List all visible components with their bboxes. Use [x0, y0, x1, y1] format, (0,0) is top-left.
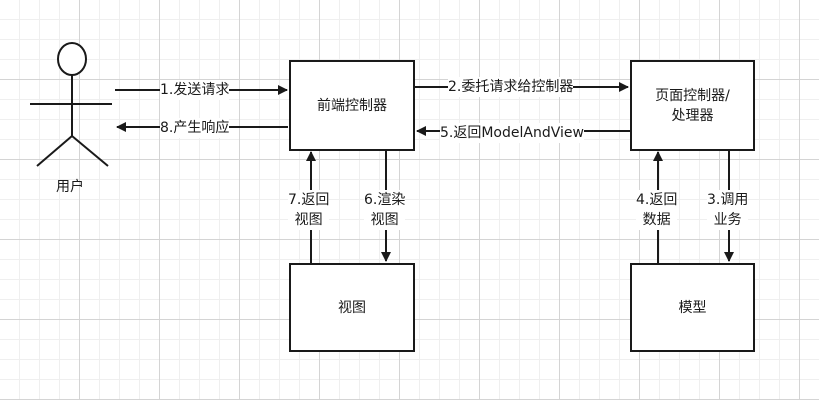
- model-label: 模型: [678, 299, 707, 316]
- user-actor-label: 用户: [56, 179, 84, 195]
- page-controller-node: 页面控制器/ 处理器: [630, 60, 755, 151]
- view-node: 视图: [289, 263, 415, 352]
- model-node: 模型: [630, 263, 755, 352]
- user-actor-icon: [30, 42, 112, 167]
- edge-label-return-mav: 5.返回ModelAndView: [440, 123, 584, 143]
- edge-label-return-view: 7.返回 视图: [288, 190, 330, 230]
- front-controller-node: 前端控制器: [289, 60, 415, 151]
- front-controller-label: 前端控制器: [317, 97, 387, 114]
- edge-label-delegate: 2.委托请求给控制器: [448, 77, 574, 97]
- edge-label-return-data: 4.返回 数据: [636, 190, 678, 230]
- edge-label-render-view: 6.渲染 视图: [364, 190, 406, 230]
- edge-label-call-business: 3.调用 业务: [707, 190, 749, 230]
- edge-label-send-request: 1.发送请求: [160, 80, 230, 100]
- view-label: 视图: [338, 299, 366, 316]
- page-controller-label: 页面控制器/ 处理器: [655, 87, 730, 124]
- edge-label-response: 8.产生响应: [160, 118, 230, 138]
